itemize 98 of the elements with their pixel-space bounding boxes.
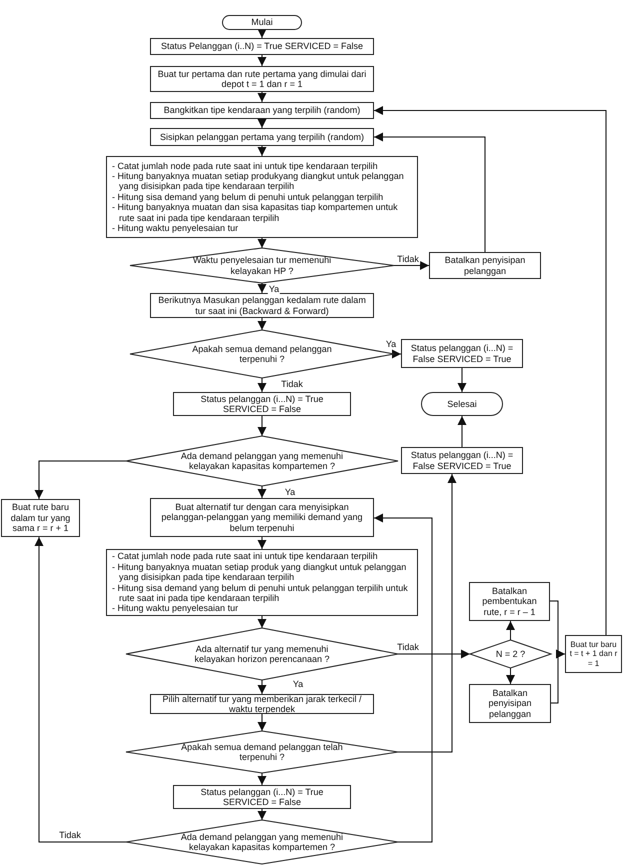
arrow — [258, 282, 266, 294]
arrow — [34, 536, 126, 842]
edge-label: Tidak — [280, 379, 304, 389]
step-text: - Hitung banyaknya muatan setiap produk yang diangkut untuk pelanggan yang disisipkan pada tipe kendaraan terpilih — [112, 562, 408, 582]
arrow — [258, 146, 266, 156]
terminal-text: Selesai — [447, 398, 477, 410]
step-text: Status pelanggan (i...N) = False SERVICED = True — [410, 450, 514, 471]
step-text: Status pelanggan (i...N) = False SERVICED = True — [410, 343, 514, 364]
decision-diamond — [126, 436, 398, 486]
arrow — [374, 106, 606, 636]
terminal-shape — [421, 392, 503, 416]
arrow — [458, 416, 466, 448]
arrow — [258, 486, 266, 498]
arrow — [394, 261, 430, 270]
process-box — [106, 156, 418, 238]
decision-diamond — [126, 628, 398, 680]
arrow — [258, 118, 266, 128]
step-text: - Hitung banyaknya muatan setiap produkyang diangkut untuk pelanggan yang disisipkan pada tipe kendaraan terpilih — [112, 171, 405, 192]
decision-text: Apakah semua demand pelanggan telah terpenuhi ? — [180, 742, 344, 762]
terminal-text: Mulai — [251, 17, 273, 28]
step-text: Buat rute baru dalam tur yang sama r = r + 1 — [10, 502, 72, 534]
process-box — [150, 38, 374, 55]
step-text: - Hitung sisa demand yang belum di penuhi untuk pelanggan terpilih untuk rute saat ini pada tipe kendaraan terpilih — [112, 582, 409, 604]
step-text: Buat tur baru t = t + 1 dan r = 1 — [569, 640, 618, 668]
step-text: - Catat jumlah node pada rute saat ini untuk tipe kendaraan terpilih — [112, 551, 379, 562]
process-box — [565, 635, 622, 673]
arrow — [398, 650, 470, 658]
arrow — [258, 378, 266, 392]
edge-label: Tidak — [396, 642, 420, 652]
step-text: Status Pelanggan (i..N) = True SERVICED = False — [161, 41, 363, 52]
process-box — [150, 128, 374, 146]
arrow — [258, 92, 266, 102]
process-box — [429, 252, 541, 279]
step-text: Buat tur pertama dan rute pertama yang dimulai dari depot t = 1 dan r = 1 — [156, 68, 368, 90]
arrow — [34, 460, 126, 500]
decision-diamond — [130, 248, 394, 283]
arrow — [506, 620, 515, 640]
arrow — [392, 350, 402, 358]
step-text: Batalkan penyisipan pelanggan — [487, 688, 533, 720]
process-box — [469, 684, 551, 723]
terminal-shape — [222, 15, 302, 30]
arrow — [398, 474, 456, 752]
process-box — [150, 66, 374, 92]
decision-diamond — [126, 820, 398, 864]
process-box — [1, 499, 80, 537]
edge-label: Tidak — [396, 254, 420, 264]
arrow — [258, 416, 266, 436]
arrow — [258, 808, 266, 820]
edge-label: Ya — [292, 679, 304, 689]
process-box — [150, 102, 374, 119]
decision-text: Ada demand pelanggan yang memenuhi kelayakan kapasitas kompartemen ? — [180, 450, 344, 472]
step-text: Buat alternatif tur dengan cara menyisipkan pelanggan-pelanggan yang memiliki demand yang belum terpenuhi — [160, 502, 364, 534]
step-text: - Hitung banyaknya muatan dan sisa kapasitas tiap kompartemen untuk rute saat ini pada tipe kendaraan terpilih — [112, 202, 399, 223]
decision-diamond — [470, 640, 551, 668]
arrow — [258, 29, 266, 38]
step-text: Status pelanggan (i...N) = True SERVICED = False — [200, 786, 324, 808]
step-text: Berikutnya Masukan pelanggan kedalam rute dalam tur saat ini (Backward & Forward) — [157, 295, 367, 316]
arrow — [258, 680, 266, 694]
decision-text: Ada alternatif tur yang memenuhi kelayakan horizon perencanaan ? — [193, 644, 331, 664]
step-text: Bangkitkan tipe kendaraan yang terpilih (random) — [164, 105, 360, 116]
process-box — [173, 785, 351, 809]
arrow — [374, 132, 486, 252]
step-text: Batalkan pembentukan rute, r = r – 1 — [481, 586, 538, 618]
arrow — [258, 318, 266, 330]
edge-label: Ya — [268, 284, 280, 294]
decision-text: Ada demand pelanggan yang memenuhi kelayakan kapasitas kompartemen ? — [180, 832, 344, 852]
process-box — [173, 392, 351, 416]
step-text: - Hitung sisa demand yang belum di penuhi untuk pelanggan terpilih — [112, 192, 384, 202]
edge-label: Ya — [284, 487, 296, 497]
process-box — [469, 582, 550, 621]
arrow — [258, 772, 266, 786]
arrow — [258, 616, 266, 628]
arrow — [258, 714, 266, 732]
arrow — [458, 368, 466, 392]
arrow — [506, 668, 515, 684]
decision-text: Waktu penyelesaian tur memenuhi kelayakan HP ? — [192, 255, 332, 276]
process-box — [150, 498, 374, 537]
process-box — [401, 339, 523, 368]
step-text: Batalkan penyisipan pelanggan — [444, 255, 526, 276]
decision-text: N = 2 ? — [496, 648, 526, 660]
step-text: - Hitung waktu penyelesaian tur — [112, 222, 240, 234]
arrow — [258, 238, 266, 248]
step-text: Sisipkan pelanggan pertama yang terpilih (random) — [160, 132, 364, 142]
step-text: Status pelanggan (i...N) = True SERVICED = False — [200, 394, 324, 414]
edge-label: Tidak — [58, 830, 82, 840]
process-box — [150, 293, 374, 318]
arrow — [550, 650, 566, 704]
decision-text: Apakah semua demand pelanggan terpenuhi ? — [191, 344, 333, 364]
arrow — [374, 514, 432, 842]
step-text: - Catat jumlah node pada rute saat ini untuk tipe kendaraan terpilih — [112, 160, 379, 172]
step-text: Pilih alternatif tur yang memberikan jarak terkecil / waktu terpendek — [161, 694, 363, 714]
arrow — [258, 54, 266, 66]
step-text: - Hitung waktu penyelesaian tur — [112, 603, 240, 614]
arrow — [258, 536, 266, 550]
edge-label: Ya — [384, 339, 398, 349]
process-box — [106, 549, 418, 616]
process-box — [401, 447, 523, 474]
decision-diamond — [126, 731, 398, 773]
